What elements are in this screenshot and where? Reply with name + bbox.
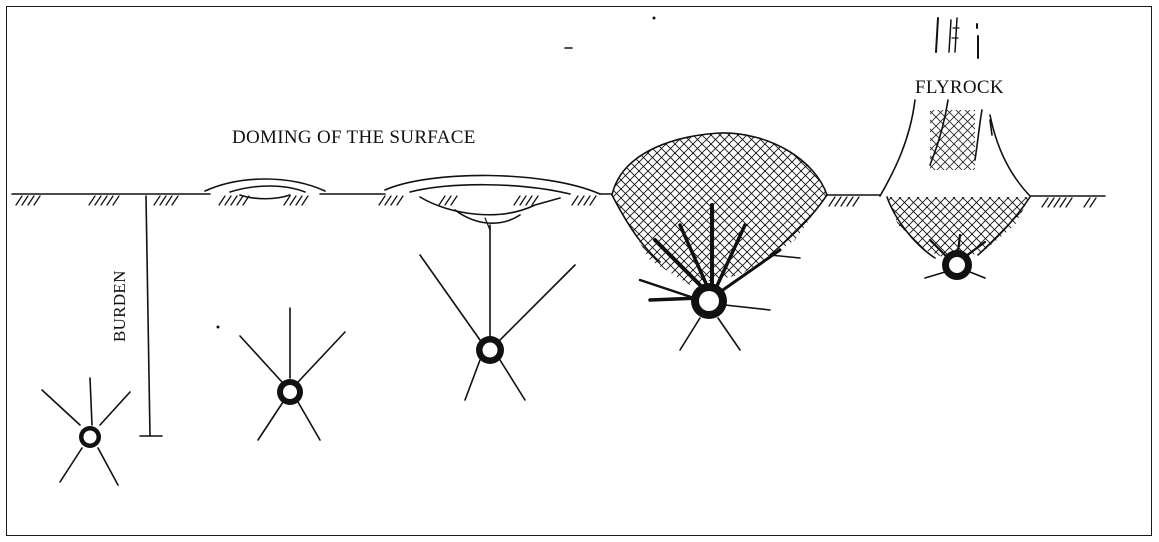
crater-mound — [600, 120, 840, 300]
flyrock-label: FLYROCK — [915, 77, 1004, 98]
charge-stage-1 — [42, 378, 130, 485]
charge-stage-3 — [420, 225, 575, 400]
surface-dome-1 — [205, 179, 325, 199]
doming-label: DOMING OF THE SURFACE — [232, 127, 476, 148]
charge-stage-2 — [240, 308, 345, 440]
ground-surface — [12, 194, 1105, 196]
burden-dimension-line — [140, 196, 162, 436]
burden-label: BURDEN — [110, 270, 129, 342]
surface-dome-2 — [385, 175, 600, 230]
scan-speck — [217, 326, 220, 329]
scan-speck — [653, 17, 656, 20]
